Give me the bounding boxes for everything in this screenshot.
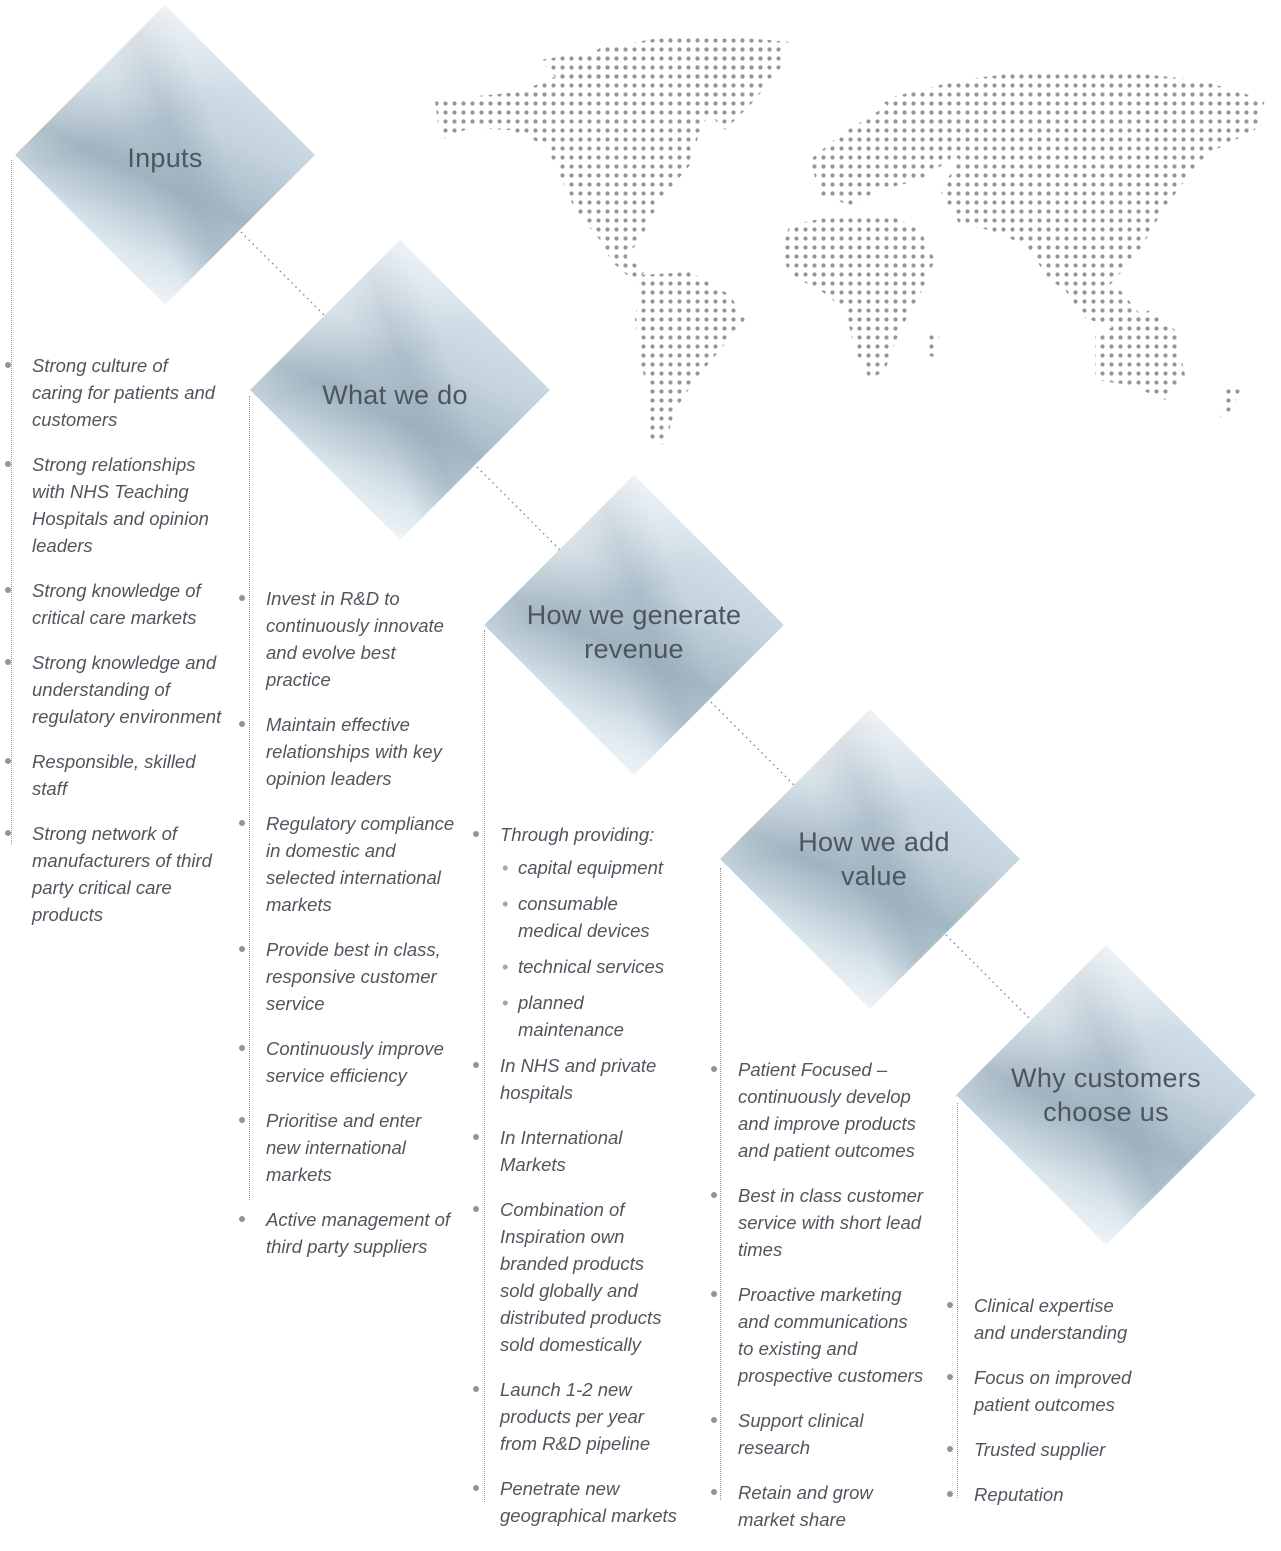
map-africa: [780, 215, 935, 380]
list-item: Responsible, skilled staff: [5, 748, 218, 802]
list-item: Strong knowledge of critical care market…: [5, 577, 218, 631]
sub-item: planned maintenance: [500, 989, 681, 1043]
list-item: Prioritise and enter new international m…: [239, 1107, 457, 1188]
generate-revenue-list: Through providing: capital equipment con…: [473, 821, 681, 1547]
step-title-add-value: How we add value: [798, 827, 950, 891]
list-item: Strong culture of caring for patients an…: [5, 352, 218, 433]
list-item: Continuously improve service efficiency: [239, 1035, 457, 1089]
column-4-line: [720, 868, 721, 1500]
connector-1: [240, 231, 328, 319]
list-item: Strong network of manufacturers of third…: [5, 820, 218, 928]
list-item: Combination of Inspiration own branded p…: [473, 1196, 681, 1358]
list-item: Active management of third party supplie…: [239, 1206, 457, 1260]
sub-item: capital equipment: [500, 854, 681, 881]
list-item: Strong relationships with NHS Teaching H…: [5, 451, 218, 559]
sub-item: technical services: [500, 953, 681, 980]
map-asia: [880, 70, 1265, 300]
connector-2: [476, 466, 562, 552]
connector-4: [945, 934, 1033, 1022]
list-item: Strong knowledge and understanding of re…: [5, 649, 242, 730]
map-arctic-islands: [540, 50, 640, 85]
sub-item: consumable medical devices: [500, 890, 681, 944]
column-5-line: [957, 1103, 958, 1498]
list-item: Patient Focused – continuously develop a…: [711, 1056, 924, 1164]
step-title-inputs: Inputs: [127, 143, 203, 173]
column-1-line: [11, 160, 12, 845]
map-new-zealand: [1220, 385, 1240, 418]
list-item: Maintain effective relationships with ke…: [239, 711, 457, 792]
map-madagascar: [926, 330, 940, 358]
list-item: Trusted supplier: [947, 1436, 1135, 1463]
step-title-generate-revenue: How we generate revenue: [526, 600, 742, 664]
list-item: Invest in R&D to continuously innovate a…: [239, 585, 457, 693]
provision-sublist: capital equipment consumable medical dev…: [500, 854, 681, 1043]
inputs-list: Strong culture of caring for patients an…: [5, 352, 221, 946]
list-item: In NHS and private hospitals: [473, 1052, 681, 1106]
column-2-line: [249, 396, 250, 1200]
list-item: In International Markets: [473, 1124, 681, 1178]
list-item: Launch 1-2 new products per year from R&…: [473, 1376, 681, 1457]
step-title-why-customers: Why customers choose us: [1011, 1063, 1201, 1127]
map-greenland: [690, 40, 785, 130]
intro-text: Through providing:: [500, 824, 655, 845]
add-value-list: Patient Focused – continuously develop a…: [711, 1056, 924, 1551]
map-central-america: [600, 240, 645, 282]
map-australia: [1095, 310, 1185, 400]
list-item: Clinical expertise and understanding: [947, 1292, 1135, 1346]
what-we-do-list: Invest in R&D to continuously innovate a…: [239, 585, 457, 1278]
why-customers-list: Clinical expertise and understanding Foc…: [947, 1292, 1135, 1526]
list-item: Retain and grow market share: [711, 1479, 924, 1533]
step-title-what-we-do: What we do: [322, 380, 468, 410]
list-item: Proactive marketing and communications t…: [711, 1281, 924, 1389]
list-item: Best in class customer service with shor…: [711, 1182, 924, 1263]
connector-3: [710, 701, 798, 789]
list-item: Reputation: [947, 1481, 1135, 1508]
list-item-intro: Through providing: capital equipment con…: [473, 821, 681, 1043]
list-item: Support clinical research: [711, 1407, 924, 1461]
map-se-asia-islands: [1065, 290, 1145, 330]
list-item: Provide best in class, responsive custom…: [239, 936, 457, 1017]
list-item: Penetrate new geographical markets: [473, 1475, 681, 1529]
map-south-america: [635, 272, 745, 445]
list-item: Regulatory compliance in domestic and se…: [239, 810, 457, 918]
column-3-line: [484, 630, 485, 1502]
list-item: Focus on improved patient outcomes: [947, 1364, 1135, 1418]
